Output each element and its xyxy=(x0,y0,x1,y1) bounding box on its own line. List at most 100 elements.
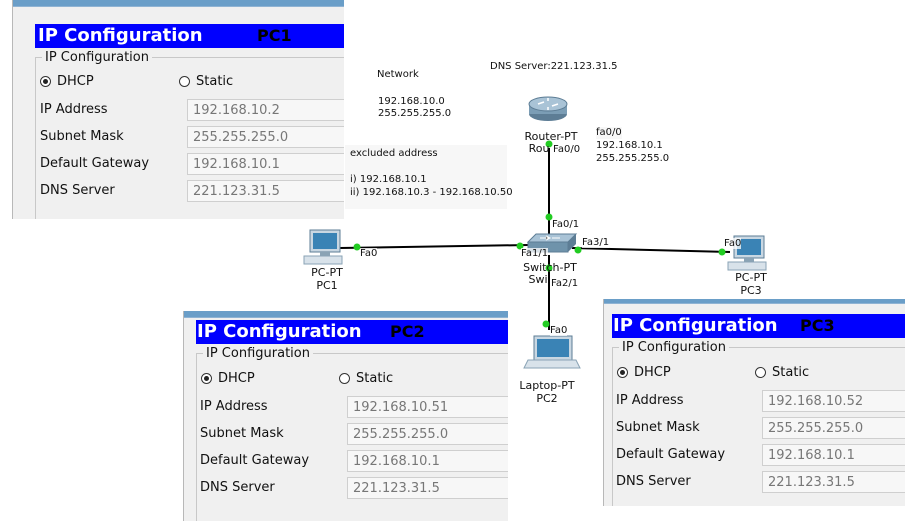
link-light xyxy=(545,264,553,272)
dhcp-radio[interactable]: DHCP xyxy=(40,74,94,89)
ip-config-group-label: IP Configuration xyxy=(45,50,149,65)
dhcp-radio[interactable]: DHCP xyxy=(617,365,671,380)
router-interface-note-mask: 255.255.255.0 xyxy=(596,153,670,164)
static-radio-label: Static xyxy=(356,371,394,386)
radio-unselected-icon xyxy=(179,76,190,87)
panel-title: IP Configuration PC1 xyxy=(35,24,344,48)
static-radio[interactable]: Static xyxy=(179,74,233,89)
subnet-mask-field[interactable]: 255.255.255.0 xyxy=(347,423,508,445)
router-type-label: Router-PT xyxy=(524,130,578,143)
link-light xyxy=(574,246,582,254)
panel-pc-name: PC1 xyxy=(257,26,292,45)
switch-type-label: Switch-PT xyxy=(523,261,577,274)
static-radio-label: Static xyxy=(196,74,234,89)
panel-title: IP Configuration PC2 xyxy=(196,320,508,344)
panel-title-text: IP Configuration xyxy=(38,25,203,46)
ip-address-field[interactable]: 192.168.10.2 xyxy=(187,99,344,121)
panel-pc-name: PC3 xyxy=(800,316,835,335)
dhcp-radio[interactable]: DHCP xyxy=(201,371,255,386)
port-label-pc1-fa0: Fa0 xyxy=(360,248,378,259)
default-gateway-label: Default Gateway xyxy=(200,453,310,468)
ip-address-field[interactable]: 192.168.10.51 xyxy=(347,396,508,418)
link-pc1-switch xyxy=(339,244,529,249)
router-icon[interactable] xyxy=(528,96,568,121)
pc2-name-label: PC2 xyxy=(536,392,558,405)
default-gateway-label: Default Gateway xyxy=(40,156,150,171)
dns-server-field[interactable]: 221.123.31.5 xyxy=(762,471,905,493)
excluded-note-box xyxy=(345,145,507,209)
subnet-mask-label: Subnet Mask xyxy=(616,420,700,435)
laptop-icon[interactable] xyxy=(523,335,581,369)
default-gateway-label: Default Gateway xyxy=(616,447,726,462)
static-radio-label: Static xyxy=(772,365,810,380)
panel-pc-name: PC2 xyxy=(390,322,425,341)
dns-server-label: DNS Server xyxy=(40,183,115,198)
dhcp-radio-label: DHCP xyxy=(218,371,255,386)
dns-server-field[interactable]: 221.123.31.5 xyxy=(347,477,508,499)
radio-unselected-icon xyxy=(339,373,350,384)
ip-address-field[interactable]: 192.168.10.52 xyxy=(762,390,905,412)
ip-address-label: IP Address xyxy=(616,393,684,408)
radio-unselected-icon xyxy=(755,367,766,378)
panel-title: IP Configuration PC3 xyxy=(612,314,905,338)
window-tab-strip xyxy=(13,0,344,7)
dns-server-label: DNS Server xyxy=(200,480,275,495)
excluded-note-line1: i) 192.168.10.1 xyxy=(350,174,427,185)
ip-config-group: IP Configuration xyxy=(612,340,905,506)
router-interface-note-ip: 192.168.10.1 xyxy=(596,140,663,151)
port-label-switch-fa2-1: Fa2/1 xyxy=(551,278,579,289)
link-light xyxy=(353,243,361,251)
dns-server-field[interactable]: 221.123.31.5 xyxy=(187,180,344,202)
network-note-mask: 255.255.255.0 xyxy=(378,108,452,119)
dns-server-label: DNS Server xyxy=(616,474,691,489)
port-label-switch-fa3-1: Fa3/1 xyxy=(582,237,610,248)
ip-config-panel-pc2: IP Configuration PC2 IP Configuration DH… xyxy=(183,311,508,521)
static-radio[interactable]: Static xyxy=(339,371,393,386)
window-tab-strip xyxy=(604,299,905,304)
link-light xyxy=(718,248,726,256)
panel-title-text: IP Configuration xyxy=(197,321,362,342)
port-label-pc2-fa0: Fa0 xyxy=(550,325,568,336)
excluded-note-title: excluded address xyxy=(350,148,438,159)
ip-config-group-label: IP Configuration xyxy=(622,340,726,355)
pc1-icon[interactable] xyxy=(303,229,343,265)
router-name-label: Rou xyxy=(528,142,550,155)
pc2-type-label: Laptop-PT xyxy=(519,379,575,392)
port-label-router-fa0-0: Fa0/0 xyxy=(553,144,581,155)
dhcp-radio-label: DHCP xyxy=(634,365,671,380)
radio-selected-icon xyxy=(617,367,628,378)
link-switch-pc3 xyxy=(571,247,731,253)
pc3-type-label: PC-PT xyxy=(735,271,767,284)
subnet-mask-field[interactable]: 255.255.255.0 xyxy=(762,417,905,439)
radio-selected-icon xyxy=(201,373,212,384)
switch-icon[interactable] xyxy=(526,233,578,253)
link-light xyxy=(542,320,550,328)
subnet-mask-label: Subnet Mask xyxy=(40,129,124,144)
excluded-note-line2: ii) 192.168.10.3 - 192.168.10.50 xyxy=(350,187,513,198)
ip-config-group-label: IP Configuration xyxy=(206,346,310,361)
ip-address-label: IP Address xyxy=(40,102,108,117)
radio-selected-icon xyxy=(40,76,51,87)
window-tab-strip xyxy=(184,311,508,318)
link-light xyxy=(545,140,553,148)
default-gateway-field[interactable]: 192.168.10.1 xyxy=(347,450,508,472)
ip-config-panel-pc3: IP Configuration PC3 IP Configuration DH… xyxy=(603,299,905,506)
default-gateway-field[interactable]: 192.168.10.1 xyxy=(762,444,905,466)
ip-config-panel-pc1: IP Configuration PC1 IP Configuration DH… xyxy=(12,0,344,219)
pc1-type-label: PC-PT xyxy=(311,266,343,279)
network-note-address: 192.168.10.0 xyxy=(378,96,445,107)
ip-config-group: IP Configuration xyxy=(35,50,344,219)
port-label-pc3-fa0: Fa0 xyxy=(724,238,742,249)
subnet-mask-field[interactable]: 255.255.255.0 xyxy=(187,126,344,148)
static-radio[interactable]: Static xyxy=(755,365,809,380)
router-interface-note-port: fa0/0 xyxy=(596,127,622,139)
port-label-switch-fa0-1: Fa0/1 xyxy=(552,219,580,230)
pc3-name-label: PC3 xyxy=(740,284,762,297)
ip-config-group: IP Configuration xyxy=(196,346,508,521)
subnet-mask-label: Subnet Mask xyxy=(200,426,284,441)
port-label-switch-fa1-1: Fa1/1 xyxy=(521,248,549,259)
default-gateway-field[interactable]: 192.168.10.1 xyxy=(187,153,344,175)
panel-title-text: IP Configuration xyxy=(613,315,778,336)
switch-name-label: Swi xyxy=(528,273,548,286)
